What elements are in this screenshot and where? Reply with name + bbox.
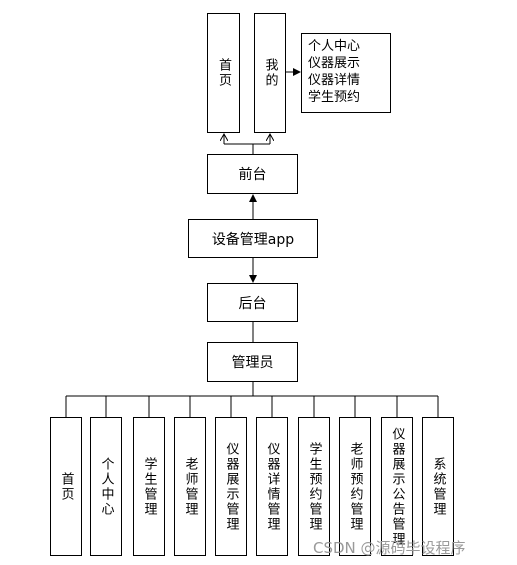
backend-box: 后台 [207, 283, 298, 322]
module-box: 个人中心 [90, 417, 122, 556]
module-label: 仪器详情管理 [264, 441, 280, 532]
frontend-box: 前台 [207, 154, 298, 194]
frontend-mine-box: 我的 [254, 13, 286, 133]
admin-role-box: 管理员 [207, 342, 298, 382]
frontend-mine-label: 我的 [262, 58, 278, 88]
module-box: 仪器展示公告管理 [381, 417, 413, 556]
app-label: 设备管理app [211, 231, 295, 248]
frontend-label: 前台 [238, 167, 267, 183]
module-box: 学生管理 [133, 417, 165, 556]
module-box: 系统管理 [422, 417, 454, 556]
admin-role-label: 管理员 [231, 355, 274, 371]
module-label: 系统管理 [430, 456, 446, 517]
module-box: 学生预约管理 [298, 417, 330, 556]
watermark: CSDN @源码毕设程序 [313, 539, 466, 557]
module-label: 老师管理 [182, 456, 198, 517]
mine-item: 学生预约 [308, 90, 361, 105]
module-label: 首页 [58, 471, 74, 502]
module-label: 学生预约管理 [306, 441, 322, 532]
module-label: 老师预约管理 [347, 441, 363, 532]
module-label: 个人中心 [98, 456, 114, 517]
module-label: 学生管理 [141, 456, 157, 517]
module-box: 仪器详情管理 [256, 417, 288, 556]
module-drop-lines [65, 396, 439, 417]
backend-label: 后台 [238, 295, 267, 312]
frontend-home-label: 首页 [216, 58, 231, 88]
mine-item: 个人中心 [308, 39, 361, 54]
module-label: 仪器展示管理 [223, 441, 239, 532]
app-box: 设备管理app [188, 219, 318, 258]
module-box: 首页 [50, 417, 82, 556]
mine-items-box: 个人中心 仪器展示 仪器详情 学生预约 [301, 33, 391, 113]
module-box: 老师管理 [174, 417, 206, 556]
mine-item: 仪器展示 [308, 56, 361, 71]
module-box: 仪器展示管理 [215, 417, 247, 556]
module-box: 老师预约管理 [339, 417, 371, 556]
module-label: 仪器展示公告管理 [389, 426, 405, 547]
mine-item: 仪器详情 [308, 73, 361, 88]
frontend-home-box: 首页 [207, 13, 240, 133]
